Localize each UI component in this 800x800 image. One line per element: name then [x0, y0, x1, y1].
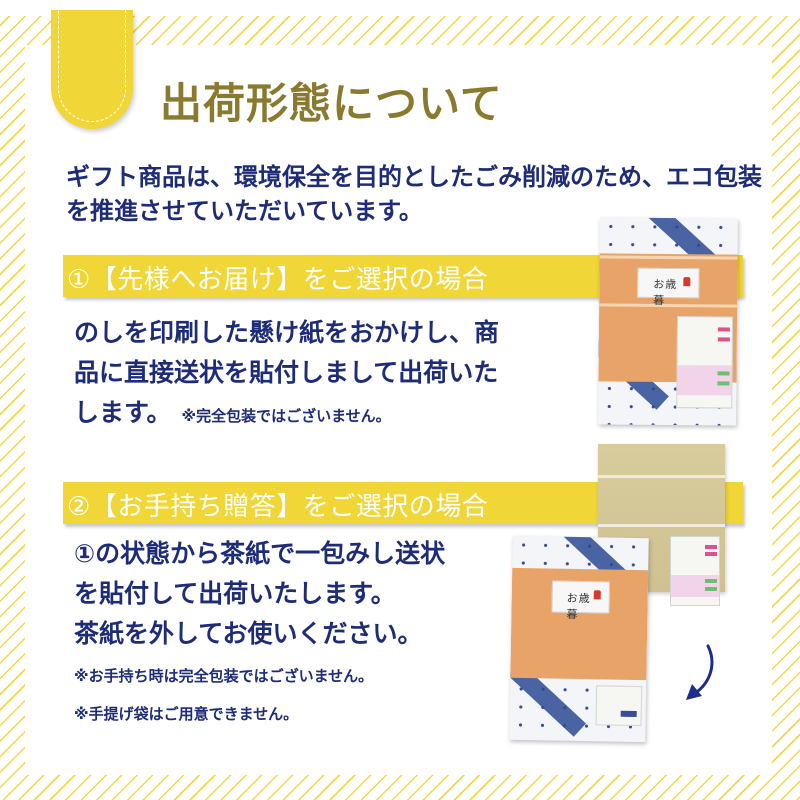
gift-box-image: お歳暮 [509, 535, 649, 743]
section-2-note-1: ※お手持ち時は完全包装ではございません。 [74, 667, 374, 685]
section-2-body: ①の状態から茶紙で一包みし送状 を貼付して出荷いたします。 茶紙を外してお使いく… [74, 534, 445, 654]
kraft-line [598, 475, 725, 478]
tab-stitch-decoration [58, 8, 126, 122]
label-tag [705, 552, 717, 556]
label-tag [717, 371, 730, 376]
kraft-line [598, 524, 725, 527]
curved-arrow-down-left-icon [686, 644, 714, 700]
section-1-body: のしを印刷した懸け紙をおかけし、商 品に直接送状を貼付しまして出荷いた します。… [74, 313, 499, 436]
section-1-line-1: のしを印刷した懸け紙をおかけし、商 [74, 318, 500, 347]
noshi-label: お歳暮 [637, 267, 700, 307]
label-pink-section [677, 365, 732, 396]
label-tag [705, 587, 717, 591]
label-tag [717, 327, 730, 332]
label-tag [717, 381, 730, 386]
page-title: 出荷形態について [160, 79, 503, 128]
label-tag [717, 337, 730, 342]
section-1-line-3: します。 [74, 398, 172, 427]
bookmark-tab-decoration [51, 8, 133, 129]
section-2-line-3: 茶紙を外してお使いください。 [74, 619, 423, 648]
section-2-heading: ②【お手持ち贈答】をご選択の場合 [67, 492, 489, 522]
section-1-heading: ①【先様へお届け】をご選択の場合 [67, 265, 489, 295]
gift-box-image: お歳暮 [598, 217, 738, 426]
shipping-label [670, 536, 720, 606]
label-tag [705, 579, 717, 583]
noshi-label: お歳暮 [551, 580, 611, 621]
shipping-label [676, 316, 734, 409]
section-2-line-2: を貼付して出荷いたします。 [74, 579, 396, 608]
intro-paragraph: ギフト商品は、環境保全を目的としたごみ削減のため、エコ包装を推進させていただいて… [66, 163, 762, 225]
section-1-note: ※完全包装ではございません。 [181, 407, 391, 425]
shipping-label [595, 685, 643, 727]
label-tag [620, 710, 637, 718]
section-2-line-1: ①の状態から茶紙で一包みし送状 [74, 539, 446, 568]
noshi-text: お歳暮 [566, 591, 591, 621]
noshi-mark-icon [683, 277, 691, 287]
noshi-mark-icon [593, 590, 601, 600]
noshi-text: お歳暮 [653, 277, 678, 307]
section-2-note-2: ※手提げ袋はご用意できません。 [74, 705, 299, 723]
section-1-line-2: 品に直接送状を貼付しまして出荷いた [74, 358, 499, 387]
label-tag [705, 545, 717, 549]
